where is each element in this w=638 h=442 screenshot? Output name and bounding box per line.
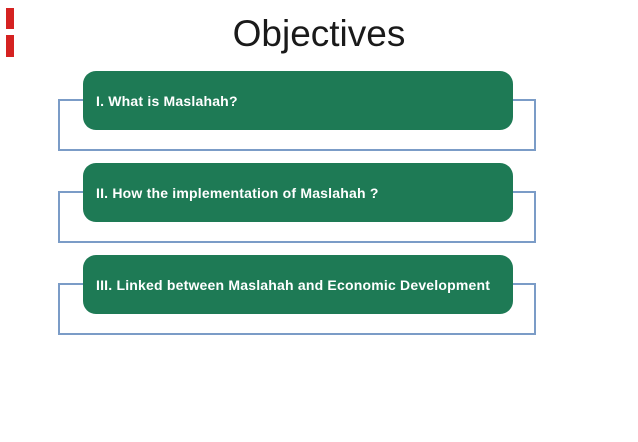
objective-box-1: I. What is Maslahah? — [83, 71, 513, 130]
slide-title: Objectives — [232, 13, 406, 54]
objective-label: III. Linked between Maslahah and Economi… — [96, 276, 491, 293]
red-accent-bar — [6, 8, 14, 29]
objective-label: II. How the implementation of Maslahah ? — [96, 184, 379, 201]
objective-label: I. What is Maslahah? — [96, 92, 238, 109]
objective-box-3: III. Linked between Maslahah and Economi… — [83, 255, 513, 314]
red-accent-bar — [6, 35, 14, 57]
objective-box-2: II. How the implementation of Maslahah ? — [83, 163, 513, 222]
